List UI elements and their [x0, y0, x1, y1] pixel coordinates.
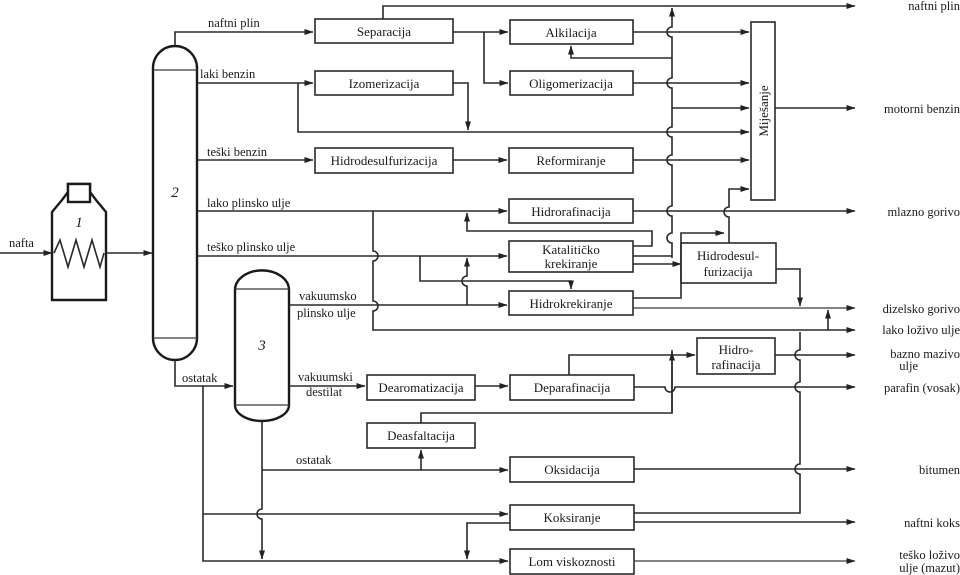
product-motorni-benzin: motorni benzin — [884, 102, 960, 116]
line-laki-benzin-bypass — [297, 83, 672, 133]
label-deparafinacija: Deparafinacija — [534, 380, 611, 395]
stream-naftni-plin: naftni plin — [208, 16, 260, 30]
box-mijesanje — [750, 21, 776, 201]
line-separacija-oligomerizacija — [483, 32, 509, 86]
flow-lines — [174, 3, 856, 564]
product-naftni-plin: naftni plin — [908, 0, 960, 13]
line-ostatak-atm — [174, 360, 234, 389]
product-lako-lozivo-ulje: lako loživo ulje — [882, 323, 960, 337]
unit-number-2: 2 — [171, 185, 179, 201]
line-izomerizacija-out — [453, 82, 471, 131]
label-lom-viskoznosti: Lom viskoznosti — [528, 554, 615, 569]
line-separacija-to-naftni-plin — [382, 3, 856, 19]
product-tesko-lozivo-2: ulje (mazut) — [899, 561, 960, 575]
product-dizelsko-gorivo: dizelsko gorivo — [883, 302, 960, 316]
stream-labels: naftni plin laki benzin teški benzin lak… — [182, 16, 357, 467]
label-hds2-1: Hidrodesul- — [697, 248, 759, 263]
product-labels: naftni plin motorni benzin mlazno gorivo… — [882, 0, 960, 575]
line-to-alkilacija-return — [568, 45, 672, 59]
feed-label: nafta — [9, 236, 34, 250]
line-gas-bus — [666, 7, 675, 258]
box-dearomatizacija — [366, 374, 476, 401]
product-tesko-lozivo-1: teško loživo — [899, 548, 960, 562]
line-hk-up — [633, 230, 725, 299]
stream-teski-benzin: teški benzin — [207, 145, 268, 159]
box-lom-viskoznosti — [509, 548, 635, 575]
furnace-chimney — [66, 182, 92, 204]
furnace-unit: 1 — [50, 182, 108, 302]
label-katliticko-2: krekiranje — [545, 256, 598, 271]
line-deparaf-hr2 — [568, 352, 696, 375]
product-bazno-mazivo-2: ulje — [899, 359, 918, 373]
process-boxes: Separacija Alkilacija Izomerizacija Olig… — [314, 18, 777, 575]
box-koksiranje — [509, 504, 635, 531]
box-deparafinacija — [509, 374, 635, 401]
line-parafin — [634, 384, 856, 393]
product-bazno-mazivo-1: bazno mazivo — [890, 347, 960, 361]
line-koks-gas-up — [634, 332, 801, 514]
box-separacija — [314, 18, 454, 44]
stream-vakuumsko-1: vakuumsko — [299, 289, 357, 303]
stream-vakuumski-1: vakuumski — [298, 370, 353, 384]
box-hidrodesulfurizacija-2 — [680, 242, 777, 284]
label-hr2-2: rafinacija — [711, 357, 760, 372]
stream-ostatak-vac: ostatak — [296, 453, 332, 467]
line-vpu-to-kk — [461, 257, 470, 305]
vacuum-column: 3 — [233, 269, 291, 423]
line-hds2-diesel — [776, 268, 803, 307]
label-dearomatizacija: Dearomatizacija — [378, 380, 463, 395]
label-mijesanje: Miješanje — [756, 85, 771, 136]
product-naftni-koks: naftni koks — [904, 516, 960, 530]
box-hidrokrekiranje — [508, 290, 634, 316]
box-deasfaltacija — [366, 422, 476, 449]
line-naftni-plin — [174, 29, 314, 46]
product-bitumen: bitumen — [919, 463, 960, 477]
box-reformiranje — [508, 147, 634, 174]
label-hidrodesulfurizacija: Hidrodesulfurizacija — [331, 153, 438, 168]
product-mlazno-gorivo: mlazno gorivo — [887, 205, 960, 219]
label-separacija: Separacija — [357, 24, 411, 39]
label-hr2-1: Hidro- — [719, 342, 754, 357]
label-hidrorafinacija: Hidrorafinacija — [531, 204, 611, 219]
product-parafin: parafin (vosak) — [884, 381, 960, 395]
box-katliticko-krekiranje — [508, 240, 634, 273]
label-hidrokrekiranje: Hidrokrekiranje — [529, 296, 612, 311]
label-izomerizacija: Izomerizacija — [349, 76, 420, 91]
line-koksiranje-lom — [464, 522, 510, 560]
line-to-lako-lozivo-ulje — [372, 211, 856, 333]
box-hidrorafinacija-2 — [696, 337, 776, 375]
label-alkilacija: Alkilacija — [545, 25, 596, 40]
line-hds2-mijesanje — [723, 186, 750, 243]
box-hidrorafinacija — [508, 198, 634, 224]
stream-lako-plinsko-ulje: lako plinsko ulje — [207, 196, 291, 210]
label-oksidacija: Oksidacija — [544, 462, 600, 477]
label-deasfaltacija: Deasfaltacija — [387, 428, 455, 443]
label-reformiranje: Reformiranje — [536, 153, 606, 168]
atmospheric-column: 2 — [151, 44, 199, 362]
line-ostatak-down — [202, 386, 257, 562]
box-oligomerizacija — [509, 70, 634, 96]
label-katliticko-1: Katalitičko — [542, 242, 600, 257]
label-koksiranje: Koksiranje — [543, 510, 600, 525]
heating-coil-icon — [53, 237, 105, 270]
label-hds2-2: furizacija — [703, 264, 752, 279]
stream-laki-benzin: laki benzin — [200, 67, 256, 81]
column-2-body — [151, 44, 199, 362]
stream-tesko-plinsko-ulje: teško plinsko ulje — [207, 240, 296, 254]
line-vacuum-residue — [256, 421, 265, 560]
unit-number-1: 1 — [75, 215, 83, 231]
stream-vakuumsko-2: plinsko ulje — [297, 306, 356, 320]
box-izomerizacija — [314, 70, 454, 96]
line-kk-recycle — [464, 212, 653, 247]
label-oligomerizacija: Oligomerizacija — [529, 76, 613, 91]
unit-number-3: 3 — [257, 338, 266, 354]
stream-ostatak-atm: ostatak — [182, 371, 218, 385]
line-to-hidrokrekiranje-top — [419, 256, 574, 290]
stream-vakuumski-2: destilat — [306, 385, 343, 399]
box-hidrodesulfurizacija — [314, 147, 454, 174]
